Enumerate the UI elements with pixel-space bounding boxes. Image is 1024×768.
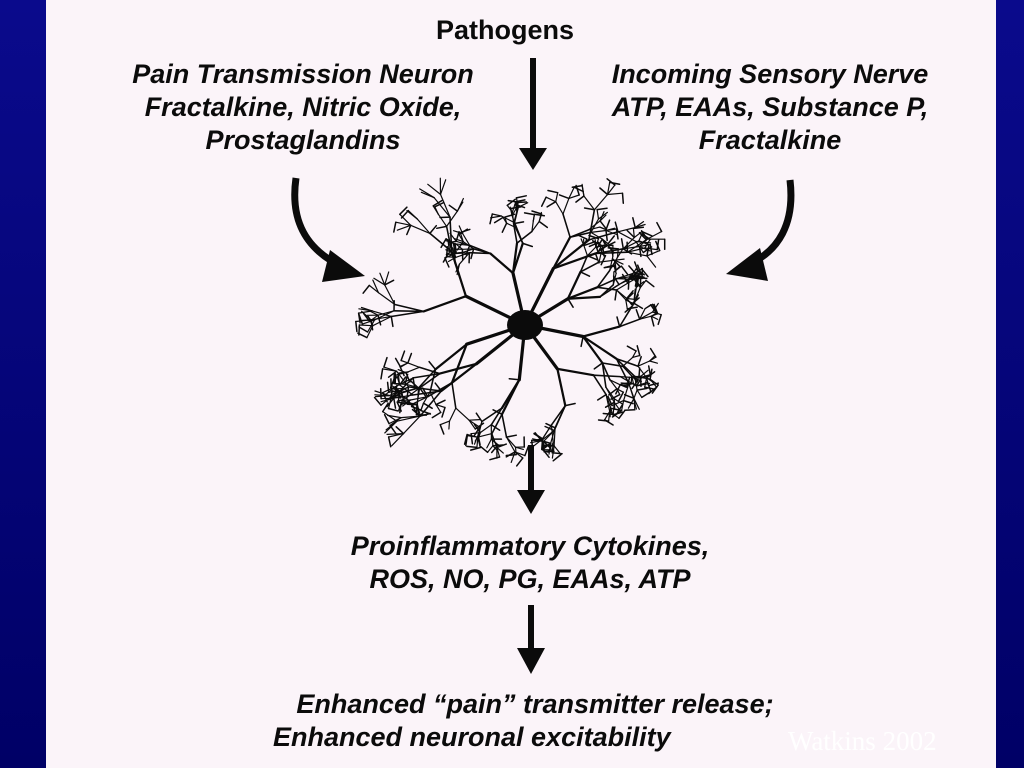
outcome-line2: Enhanced neuronal excitability [273, 722, 671, 752]
left-source-line2: Fractalkine, Nitric Oxide, [144, 92, 462, 122]
right-source-line3: Fractalkine [698, 125, 842, 155]
pathogens-arrow [519, 120, 547, 170]
glia-products-line1: Proinflammatory Cytokines, [350, 531, 710, 561]
outcome-line1: Enhanced “pain” transmitter release; [296, 689, 774, 719]
pathogens-label: Pathogens [436, 15, 575, 45]
outcome-block: Enhanced “pain” transmitter release; Enh… [215, 688, 855, 754]
pain-transmission-neuron-block: Pain Transmission Neuron Fractalkine, Ni… [78, 58, 528, 157]
right-source-title: Incoming Sensory Nerve [611, 59, 929, 89]
left-source-title: Pain Transmission Neuron [132, 59, 474, 89]
diagram-panel [46, 0, 996, 768]
left-curved-arrow [291, 177, 365, 282]
glia-products-block: Proinflammatory Cytokines, ROS, NO, PG, … [290, 530, 770, 596]
glia-to-cytokines-arrow [517, 445, 545, 514]
glial-cell-body [507, 310, 543, 340]
incoming-sensory-nerve-block: Incoming Sensory Nerve ATP, EAAs, Substa… [560, 58, 980, 157]
right-curved-arrow [726, 179, 795, 281]
right-source-line2: ATP, EAAs, Substance P, [611, 92, 929, 122]
citation: Watkins 2002 [788, 726, 937, 756]
glia-products-line2: ROS, NO, PG, EAAs, ATP [369, 564, 691, 594]
glial-cell-illustration [355, 177, 666, 467]
left-source-line3: Prostaglandins [205, 125, 401, 155]
cytokines-to-outcome-arrow [517, 605, 545, 674]
